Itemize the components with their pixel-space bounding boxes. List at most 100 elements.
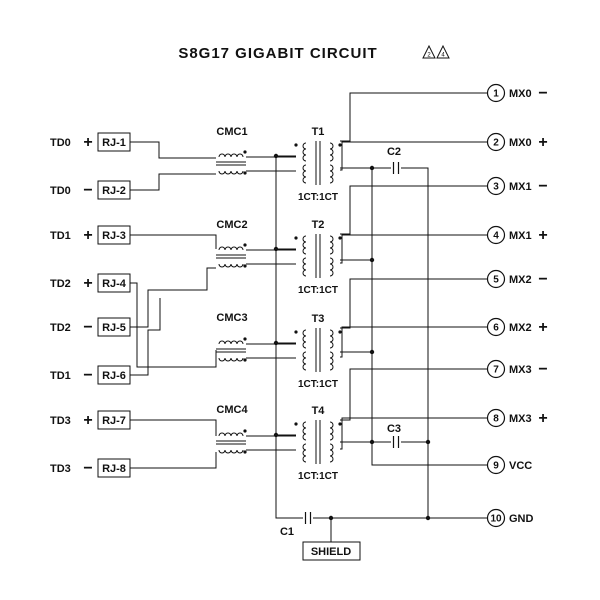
wire-mx0-minus (340, 92, 487, 142)
output-label-6: MX2 (509, 322, 532, 334)
labels: TD0+RJ-1TD0−RJ-2TD1+RJ-3TD2+RJ-4TD2−RJ-5… (50, 85, 548, 558)
transformer-label-2: T2 (312, 219, 325, 231)
transformer-label-4: T4 (312, 405, 326, 417)
output-pin-circle (486, 408, 506, 428)
rj-pin-box (97, 132, 131, 152)
diagram-title: S8G17 GIGABIT CIRCUIT (178, 45, 377, 62)
input-label-7: TD3 (50, 415, 71, 427)
output-polarity-3: − (538, 178, 547, 195)
wire-mx3-minus (340, 368, 487, 421)
output-pin-number-10: 10 (490, 514, 502, 525)
wire-td0-plus (130, 141, 216, 159)
output-pin-circle (486, 176, 506, 196)
output-polarity-1: − (538, 85, 547, 102)
wires (130, 92, 493, 542)
wire-td2-plus (130, 282, 217, 368)
capacitor-c3 (391, 435, 401, 449)
rj-pin-7: RJ-7 (102, 415, 126, 427)
transformer-label-1: T1 (312, 126, 325, 138)
transformer-ratio-2: 1CT:1CT (298, 285, 338, 296)
transformer (294, 328, 342, 372)
input-polarity-6: − (83, 367, 92, 384)
capacitor-label-c3: C3 (387, 423, 401, 435)
wire-primary-ct-bus (275, 156, 303, 519)
output-polarity-5: − (538, 271, 547, 288)
output-pin-circle (486, 83, 506, 103)
output-polarity-8: + (538, 410, 547, 427)
input-polarity-1: + (83, 134, 92, 151)
rj-pin-box (97, 458, 131, 478)
wire-td2-minus (130, 267, 216, 328)
rj-pin-6: RJ-6 (102, 370, 126, 382)
junction-dot (425, 515, 431, 521)
capacitor-label-c2: C2 (387, 146, 401, 158)
title-mark-b: 4 (441, 53, 445, 59)
common-mode-choke (216, 337, 247, 362)
wire-mx0-plus (340, 141, 487, 171)
wire-c2-gnd (400, 167, 429, 518)
output-pin-circle (486, 317, 506, 337)
wire-td3-minus (130, 452, 217, 469)
rj-pin-1: RJ-1 (102, 137, 126, 149)
wire-td3-plus (130, 419, 217, 436)
transformer (294, 141, 342, 185)
transformer (294, 420, 342, 464)
input-label-6: TD1 (50, 370, 71, 382)
rj-pin-2: RJ-2 (102, 185, 126, 197)
junction-dot (273, 432, 279, 438)
output-pin-number-4: 4 (493, 231, 499, 242)
output-label-1: MX0 (509, 88, 532, 100)
output-pin-number-3: 3 (493, 182, 499, 193)
junction-dot (425, 439, 431, 445)
output-pin-number-5: 5 (493, 275, 499, 286)
wire-mx2-plus (340, 326, 487, 358)
output-label-3: MX1 (509, 181, 532, 193)
rj-pin-box (97, 180, 131, 200)
output-polarity-2: + (538, 134, 547, 151)
wire-td0-minus (130, 173, 216, 191)
input-label-8: TD3 (50, 463, 71, 475)
shield-label: SHIELD (311, 546, 351, 558)
output-pin-number-8: 8 (493, 414, 499, 425)
components (97, 83, 506, 561)
junction-dot (328, 515, 334, 521)
output-label-9: VCC (509, 460, 532, 472)
transformer (294, 234, 342, 278)
wire-td1-minus (130, 298, 161, 376)
output-pin-number-1: 1 (493, 89, 499, 100)
output-polarity-7: − (538, 361, 547, 378)
transformer-ratio-3: 1CT:1CT (298, 379, 338, 390)
input-label-2: TD0 (50, 185, 71, 197)
output-label-4: MX1 (509, 230, 532, 242)
capacitor-c1 (303, 511, 313, 525)
output-label-5: MX2 (509, 274, 532, 286)
output-label-8: MX3 (509, 413, 532, 425)
rj-pin-box (97, 317, 131, 337)
wire-vcc-bus (371, 168, 487, 466)
output-label-10: GND (509, 513, 534, 525)
output-pin-circle (486, 269, 506, 289)
transformer-ratio-4: 1CT:1CT (298, 471, 338, 482)
output-pin-number-7: 7 (493, 365, 499, 376)
rj-pin-4: RJ-4 (102, 278, 127, 290)
common-mode-choke (216, 243, 247, 268)
input-polarity-4: + (83, 275, 92, 292)
title-mark-a: 2 (427, 53, 431, 59)
wire-mx2-minus (340, 278, 487, 329)
wire-mx3-plus (340, 417, 487, 450)
rj-pin-5: RJ-5 (102, 322, 126, 334)
common-mode-choke (216, 429, 247, 454)
capacitor-label-c1: C1 (280, 526, 294, 538)
junction-dot (369, 257, 375, 263)
choke-label-1: CMC1 (216, 126, 247, 138)
capacitor-c2 (391, 161, 401, 175)
common-mode-choke (216, 150, 247, 175)
choke-label-2: CMC2 (216, 219, 247, 231)
choke-label-3: CMC3 (216, 312, 247, 324)
input-label-1: TD0 (50, 137, 71, 149)
junction-dot (273, 340, 279, 346)
input-label-5: TD2 (50, 322, 71, 334)
output-pin-number-2: 2 (493, 138, 499, 149)
junction-dots (273, 153, 431, 521)
input-polarity-3: + (83, 227, 92, 244)
